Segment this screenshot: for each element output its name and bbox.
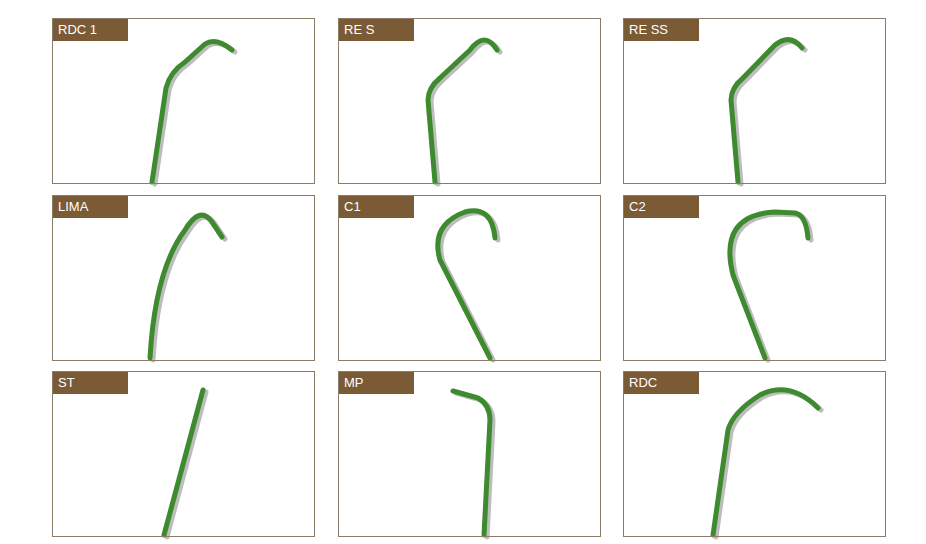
catheter-label: RDC [624,372,699,394]
catheter-panel: RE SS [623,18,886,184]
catheter-label: RE SS [624,19,699,41]
catheter-panel: C2 [623,195,886,361]
catheter-panel: C1 [338,195,601,361]
catheter-label: MP [339,372,414,394]
catheter-label: ST [53,372,128,394]
catheter-label: C2 [624,196,699,218]
catheter-panel: RDC 1 [52,18,315,184]
catheter-panel: ST [52,371,315,537]
catheter-shadows [153,42,821,537]
catheter-label: RE S [339,19,414,41]
catheter-label: C1 [339,196,414,218]
catheter-label: LIMA [53,196,128,218]
catheter-panel: RDC [623,371,886,537]
catheter-panel: MP [338,371,601,537]
catheter-label: RDC 1 [53,19,128,41]
catheter-curves [150,40,818,535]
catheter-panel: LIMA [52,195,315,361]
catheter-panel: RE S [338,18,601,184]
